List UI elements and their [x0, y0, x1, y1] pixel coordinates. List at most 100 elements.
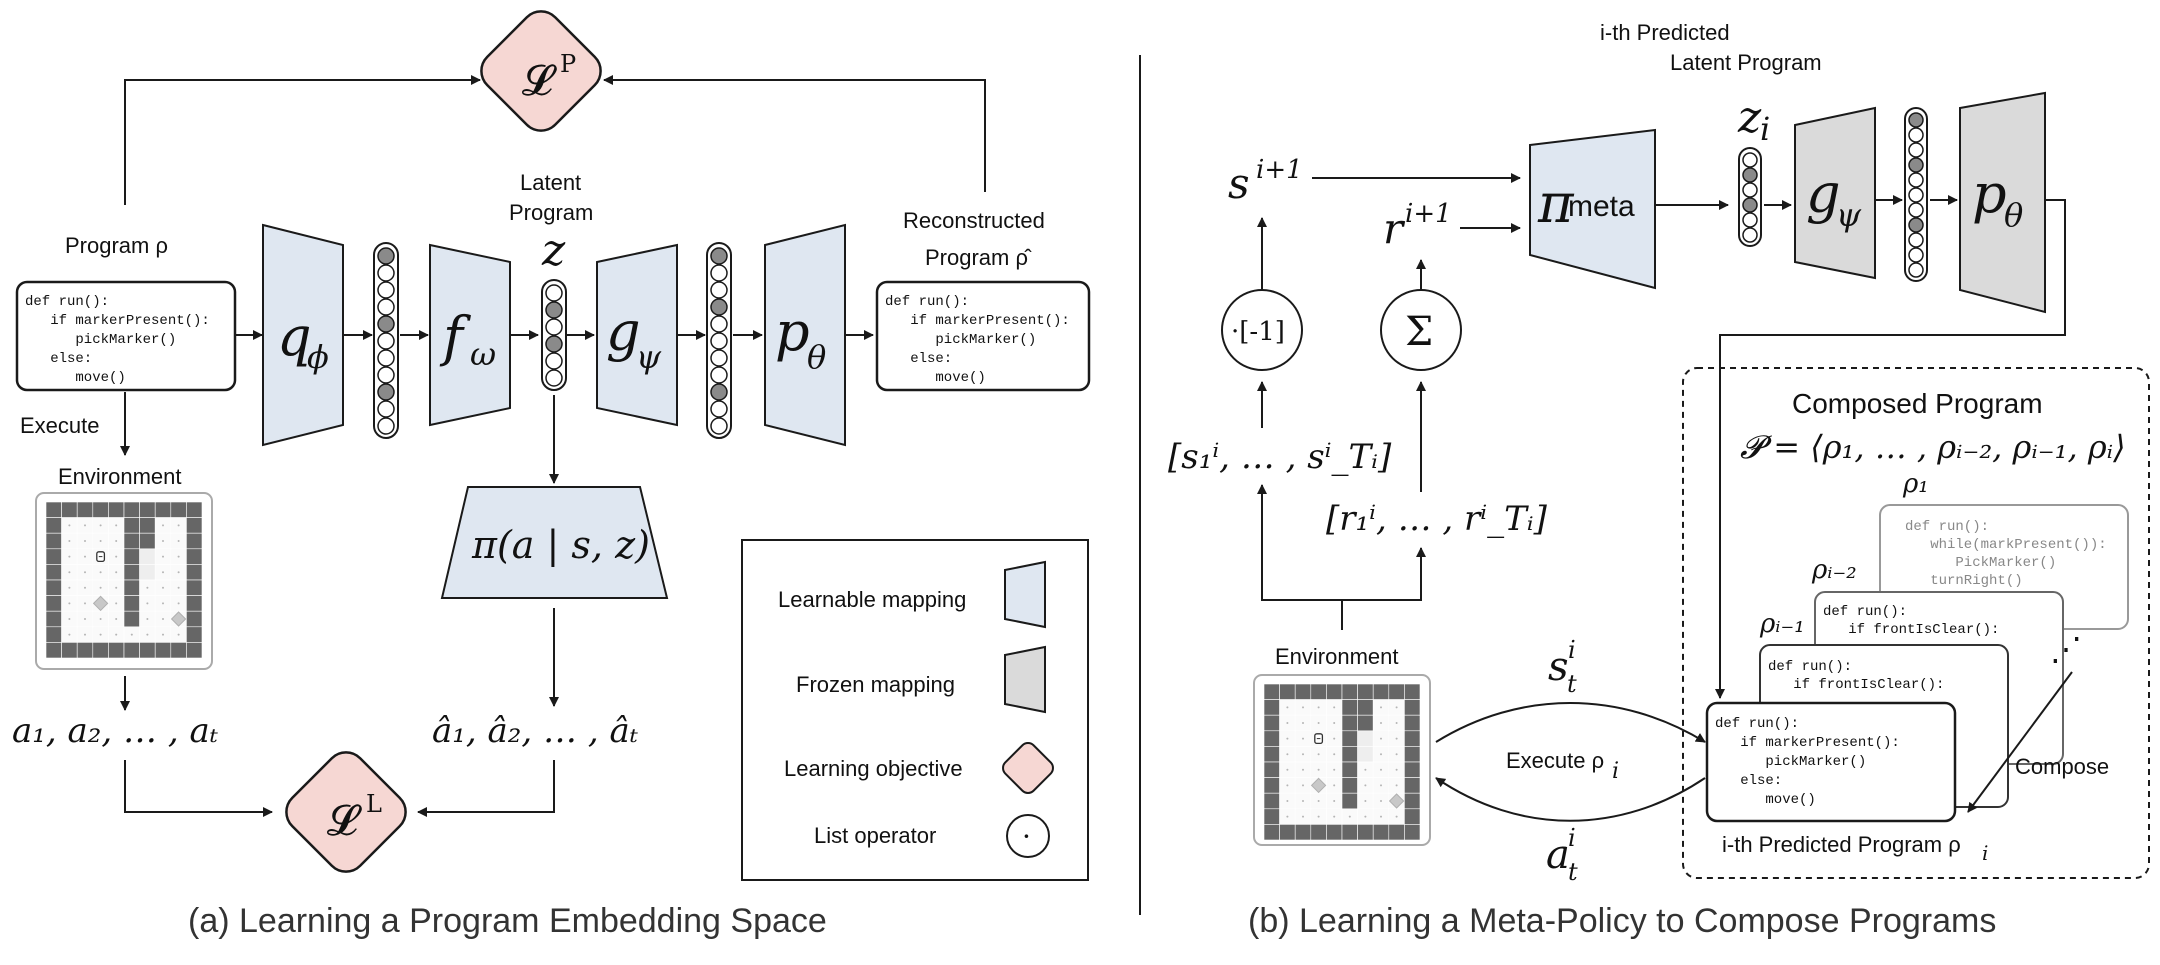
latent-vector-z	[541, 279, 567, 391]
legend-operator-swatch	[1006, 814, 1050, 858]
input-program-code: def run(): if markerPresent(): pickMarke…	[25, 294, 210, 386]
legend-learnable-label: Learnable mapping	[778, 587, 966, 612]
legend-frozen-label: Frozen mapping	[796, 672, 955, 697]
next-state-symbol: s	[1228, 159, 1250, 208]
vector-unit	[545, 284, 563, 302]
vector-unit	[710, 281, 728, 299]
svg-text:ϕ: ϕ	[307, 338, 329, 376]
program-label: Program ρ	[65, 233, 168, 258]
svg-text:Σ: Σ	[1405, 309, 1433, 355]
next-state-superscript: i+1	[1256, 155, 1303, 185]
code-line: move()	[1715, 792, 1816, 808]
legend-operator-label: List operator	[814, 823, 936, 848]
embedding-vector-2	[706, 242, 732, 439]
vector-unit	[377, 417, 395, 435]
rho-1-label: ρ₁	[1902, 469, 1929, 499]
next-reward-superscript: i+1	[1405, 199, 1452, 229]
state-t-superscript: i	[1568, 636, 1576, 664]
karel-grid-left	[35, 492, 213, 670]
vector-unit	[710, 247, 728, 265]
policy-trapezoid: π(a | s, z)	[440, 486, 669, 599]
code-line: else:	[25, 351, 92, 367]
vector-unit	[545, 352, 563, 370]
code-line: def run():	[25, 294, 109, 310]
state-t-symbol: s	[1548, 644, 1569, 690]
vector-unit	[377, 281, 395, 299]
vector-unit	[710, 417, 728, 435]
state-sequence: [s₁ⁱ, … , sⁱ_Tᵢ]	[1168, 437, 1392, 477]
vector-unit	[545, 335, 563, 353]
vector-unit	[1908, 157, 1924, 173]
environment-label: Environment	[58, 464, 182, 489]
code-line: if frontIsClear():	[1823, 622, 1999, 638]
program-loss-diamond: 𝓛 P	[480, 10, 602, 132]
vector-unit	[545, 369, 563, 387]
execute-program-label: Execute ρ	[1506, 748, 1604, 773]
vector-unit	[1908, 247, 1924, 263]
sum-operator: Σ	[1380, 289, 1462, 371]
vector-unit	[1908, 202, 1924, 218]
reward-sequence: [r₁ⁱ, … , rⁱ_Tᵢ]	[1326, 499, 1548, 539]
meta-policy-block: π meta	[1529, 128, 1656, 290]
reconstructed-program-code: def run(): if markerPresent(): pickMarke…	[885, 294, 1070, 386]
svg-text:g: g	[606, 300, 641, 363]
compose-arrow	[1967, 671, 2073, 813]
vector-unit	[377, 332, 395, 350]
predicted-latent-vector	[1738, 147, 1762, 247]
svg-text:p: p	[775, 300, 810, 363]
svg-text:ψ: ψ	[636, 338, 662, 376]
predicted-actions-sequence: â₁, â₂, … , âₜ	[432, 711, 639, 751]
code-line: def run():	[1823, 604, 1907, 620]
vector-unit	[1908, 112, 1924, 128]
predicted-program-subscript: i	[1982, 841, 1988, 865]
code-line: pickMarker()	[1715, 754, 1866, 770]
code-line: if markerPresent():	[885, 313, 1070, 329]
state-t-subscript: t	[1567, 670, 1577, 698]
predicted-latent-program-label: Latent Program	[1670, 50, 1822, 75]
code-line: else:	[1715, 773, 1782, 789]
svg-text:def run(): if frontIsClear(): def run(): if frontIsClear():	[1823, 604, 1999, 638]
vector-unit	[1908, 187, 1924, 203]
input-program-box: def run(): if markerPresent(): pickMarke…	[15, 280, 237, 392]
predicted-latent-label: i-th Predicted	[1600, 20, 1730, 45]
legend-objective-label: Learning objective	[784, 756, 963, 781]
code-line: PickMarker()	[1905, 555, 2056, 571]
code-line: turnRight()	[1905, 573, 2023, 589]
vector-unit	[1742, 182, 1758, 198]
vector-unit	[710, 264, 728, 282]
latent-program-label: Program	[509, 200, 593, 225]
execute-label: Execute	[20, 413, 100, 438]
predicted-program-label: i-th Predicted Program ρ	[1722, 832, 1961, 857]
program-card-rho-i: def run(): if markerPresent(): pickMarke…	[1705, 701, 1957, 823]
legend-operator-symbol: ·	[1022, 820, 1031, 853]
compose-label: Compose	[2015, 754, 2109, 779]
legend-objective-swatch	[1002, 742, 1054, 794]
vector-unit	[710, 315, 728, 333]
next-reward-symbol: r	[1383, 204, 1406, 253]
vector-unit	[710, 400, 728, 418]
vector-unit	[1742, 167, 1758, 183]
actions-sequence: a₁, a₂, … , aₜ	[12, 711, 219, 751]
legend-learnable-swatch	[1004, 560, 1046, 629]
vector-unit	[1908, 127, 1924, 143]
program-loss-superscript: P	[560, 50, 576, 78]
ellipsis-dots: ⋰	[2050, 630, 2082, 668]
vector-unit	[377, 264, 395, 282]
vector-unit	[1742, 227, 1758, 243]
vector-unit	[377, 366, 395, 384]
vector-unit	[1908, 232, 1924, 248]
last-element-operator: ·[-1]	[1221, 289, 1303, 371]
vector-unit	[1908, 172, 1924, 188]
composed-program-region	[1682, 367, 2150, 879]
program-loss-symbol: 𝓛	[522, 56, 557, 105]
encoder-q-phi: q ϕ	[262, 223, 344, 447]
svg-text:p: p	[1972, 162, 2007, 225]
code-line: pickMarker()	[885, 332, 1036, 348]
vector-unit	[710, 332, 728, 350]
vector-unit	[710, 366, 728, 384]
composed-program-title: Composed Program	[1792, 388, 2043, 419]
svg-text:θ: θ	[807, 338, 826, 376]
svg-text:·[-1]: ·[-1]	[1231, 317, 1285, 347]
code-line: while(markPresent()):	[1905, 537, 2107, 553]
latent-loss-symbol: 𝓛	[327, 796, 362, 845]
